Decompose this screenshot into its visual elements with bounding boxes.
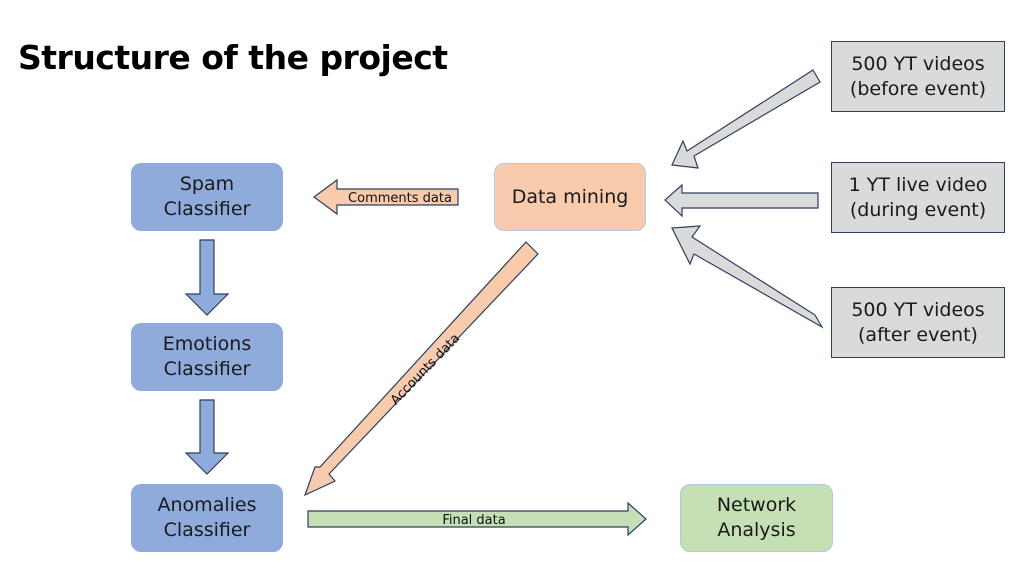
arrow-label-comments: Comments data	[348, 191, 452, 206]
source-before-event-node: 500 YT videos (before event)	[831, 41, 1005, 112]
source-after-event-node: 500 YT videos (after event)	[831, 287, 1005, 358]
arrow-comments-data	[312, 178, 459, 216]
source-during-event-node: 1 YT live video (during event)	[831, 162, 1005, 233]
page-title: Structure of the project	[18, 38, 448, 77]
spam-classifier-node: Spam Classifier	[131, 163, 283, 231]
network-analysis-node: Network Analysis	[680, 484, 833, 552]
arrow-before-to-mining	[671, 69, 821, 169]
arrow-after-to-mining	[671, 225, 824, 329]
data-mining-node: Data mining	[494, 163, 646, 231]
anomalies-classifier-node: Anomalies Classifier	[131, 484, 283, 552]
arrow-label-final: Final data	[442, 513, 505, 528]
arrow-final-data	[307, 501, 647, 537]
arrow-emotions-to-anomalies	[184, 399, 230, 475]
arrow-label-accounts: Accounts data	[388, 331, 463, 408]
arrow-accounts-data	[303, 241, 539, 497]
arrow-spam-to-emotions	[184, 239, 230, 316]
arrow-during-to-mining	[664, 183, 819, 218]
emotions-classifier-node: Emotions Classifier	[131, 323, 283, 391]
